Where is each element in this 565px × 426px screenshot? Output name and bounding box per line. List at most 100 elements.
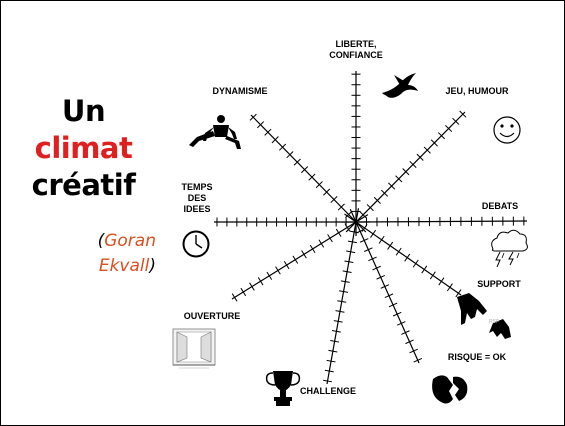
axis-tick (257, 277, 264, 286)
axis-tick (286, 151, 294, 159)
axis-tick (416, 153, 424, 161)
axis-tick (395, 247, 402, 256)
slide-title: Un climat créatif (1, 93, 166, 204)
axis-tick (249, 282, 255, 291)
axis-tick (380, 284, 390, 289)
axis-tick (264, 128, 272, 136)
open-window-icon (172, 328, 216, 369)
axis-line-dynamisme (250, 114, 367, 233)
label-support: SUPPORT (477, 279, 521, 289)
label-debats: DEBATS (482, 201, 518, 211)
axis-tick (413, 357, 423, 363)
axis-tick (423, 146, 431, 154)
axis-tick (345, 211, 353, 219)
axis-tick (330, 339, 340, 343)
axis-tick (370, 229, 377, 238)
axis-tick (438, 277, 445, 286)
axis-tick (249, 113, 257, 121)
axis-tick (359, 238, 369, 243)
label-jeu-humour: JEU, HUMOUR (445, 86, 509, 96)
label-challenge: CHALLENGE (300, 386, 356, 396)
axis-tick (279, 143, 287, 151)
axis-tick (372, 265, 381, 271)
axis-tick (331, 330, 341, 333)
axis-tick (323, 379, 333, 383)
axis-tick (401, 330, 410, 335)
label-temps-line1: TEMPS (181, 182, 212, 192)
axis-tick (292, 255, 299, 264)
axis-tick (335, 310, 345, 313)
title-line-1: Un (61, 94, 106, 128)
axis-tick (368, 256, 377, 262)
axis-tick (388, 302, 398, 308)
smiley-icon (493, 116, 521, 144)
axis-tick (256, 121, 265, 129)
axis-tick (392, 311, 402, 317)
axis-tick (326, 359, 336, 363)
label-risque-ok: RISQUE = OK (448, 352, 507, 362)
axis-tick (366, 204, 374, 212)
label-temps-line2: DES (188, 193, 207, 203)
axis-tick (380, 189, 389, 197)
axis-tick (342, 270, 352, 273)
axis-line-challenge (326, 208, 360, 385)
author-close-paren: ) (149, 256, 156, 276)
label-ouverture: OUVERTURE (184, 311, 241, 321)
axis-tick (445, 125, 453, 133)
axis-line-support (344, 213, 462, 296)
axis-tick (376, 275, 386, 280)
axis-tick (333, 320, 343, 323)
axis-tick (315, 181, 323, 189)
label-liberte-line1: LIBERTE, (335, 39, 376, 49)
author-first-name: Goran (104, 231, 156, 251)
storm-cloud-icon (491, 229, 528, 268)
axis-tick (364, 247, 373, 252)
axis-tick (437, 132, 446, 140)
trophy-icon (265, 371, 301, 406)
label-liberte-line2: CONFIANCE (329, 50, 383, 60)
axis-tick (387, 241, 394, 250)
title-line-3: créatif (31, 168, 136, 202)
label-dynamisme: DYNAMISME (212, 86, 267, 96)
axis-tick (328, 349, 338, 353)
axis-tick (266, 271, 273, 280)
axis-tick (301, 166, 309, 174)
axis-tick (308, 173, 316, 181)
axis-tick (395, 175, 403, 183)
axis-tick (384, 293, 394, 299)
axis-tick (455, 289, 462, 298)
axis-tick (429, 271, 436, 280)
title-line-2: climat (34, 131, 133, 165)
axis-tick (405, 339, 414, 345)
radar-axes (214, 71, 528, 385)
author-open-paren: ( (97, 231, 105, 251)
axis-tick (430, 139, 438, 147)
axis-tick (412, 259, 419, 268)
jumping-person-icon (189, 115, 241, 149)
clock-icon (182, 230, 210, 258)
axis-line-debats (341, 220, 528, 223)
axis-tick (340, 280, 350, 283)
axis-tick (271, 136, 279, 144)
axis-tick (330, 196, 338, 204)
author-credit: (Goran Ekvall) (56, 229, 156, 279)
axis-tick (452, 117, 460, 125)
bird-icon (382, 73, 418, 98)
axis-tick (344, 260, 354, 264)
axis-tick (301, 250, 307, 259)
axis-tick (293, 158, 301, 166)
axis-tick (396, 321, 406, 326)
svg-text:RSF: RSF (489, 319, 499, 325)
label-temps-line3: IDEES (183, 204, 210, 214)
axis-tick (409, 160, 417, 169)
axis-tick (404, 253, 411, 262)
axis-tick (409, 348, 418, 354)
axis-tick (283, 260, 290, 270)
axis-tick (402, 168, 410, 176)
axis-tick (323, 188, 331, 196)
axis-tick (446, 283, 453, 292)
axis-tick (335, 228, 342, 237)
axis-tick (309, 244, 316, 254)
